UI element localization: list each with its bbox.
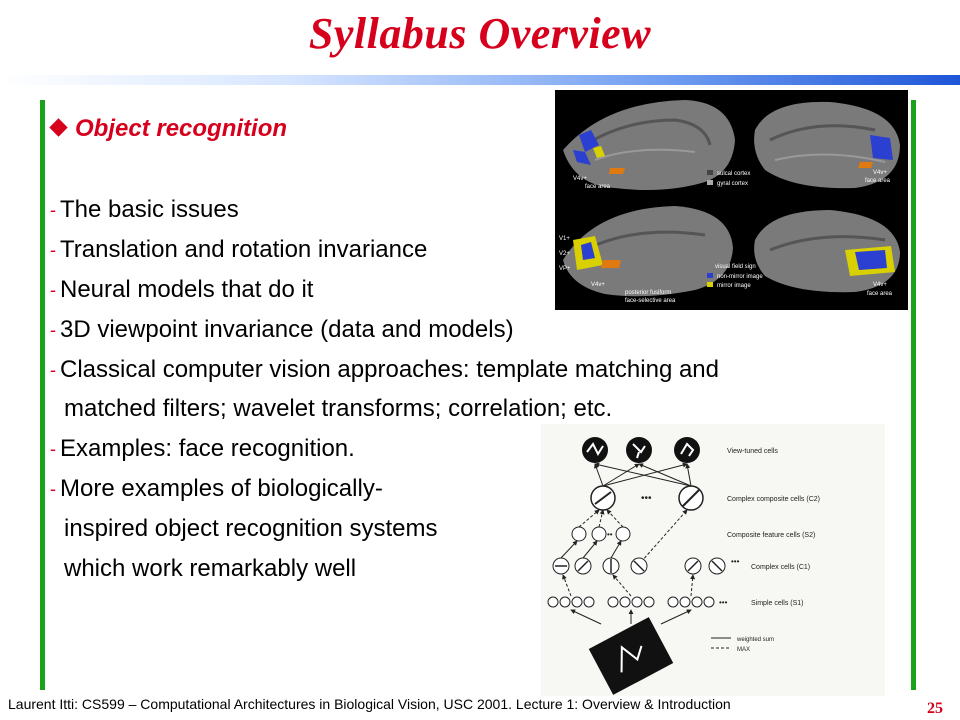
bullet-item: -Translation and rotation invariance: [50, 236, 428, 263]
left-border-bar: [40, 100, 45, 690]
network-label: View-tuned cells: [727, 448, 778, 455]
brain-label: V4v+: [573, 176, 587, 182]
dash-bullet-icon: -: [50, 360, 56, 380]
brain-label: face area: [865, 178, 891, 184]
dash-bullet-icon: -: [50, 320, 56, 340]
section-heading: Object recognition: [49, 115, 288, 143]
brain-label: visual field sign: [715, 264, 756, 270]
bullet-item: -Examples: face recognition.: [50, 435, 355, 462]
bullet-item: -More examples of biologically-: [50, 475, 383, 502]
bullet-continuation: inspired object recognition systems: [64, 515, 438, 542]
bullet-item: -Classical computer vision approaches: t…: [50, 356, 720, 383]
brain-label: V4v+: [873, 170, 887, 176]
dash-bullet-icon: -: [50, 439, 56, 459]
brain-label: VP+: [559, 266, 571, 272]
brain-label: V4v+: [873, 282, 887, 288]
bullet-continuation: which work remarkably well: [64, 555, 357, 582]
title-underline-bar: [0, 75, 960, 85]
bullet-continuation: matched filters; wavelet transforms; cor…: [64, 395, 613, 422]
svg-text:•••: •••: [731, 557, 740, 566]
brain-label: non-mirror image: [717, 274, 763, 280]
diamond-bullet-icon: [49, 118, 68, 137]
network-label: Complex cells (C1): [751, 564, 810, 571]
network-label: Composite feature cells (S2): [727, 532, 815, 539]
object-recognition-model-diagram: View-tuned cells ••• Complex composite c…: [541, 424, 885, 696]
right-border-bar: [911, 100, 916, 690]
brain-label: face-selective area: [625, 298, 676, 304]
brain-label: V1+: [559, 236, 570, 242]
network-label: Simple cells (S1): [751, 600, 804, 607]
network-label: Complex composite cells (C2): [727, 496, 820, 503]
bullet-item: -The basic issues: [50, 196, 239, 223]
slide-footer: Laurent Itti: CS599 – Computational Arch…: [8, 696, 731, 712]
page-number: 25: [927, 700, 943, 717]
brain-label: mirror image: [717, 283, 751, 289]
svg-text:••: ••: [607, 530, 613, 539]
brain-label: V4v+: [591, 282, 605, 288]
slide-title: Syllabus Overview: [308, 9, 652, 58]
section-heading-text: Object recognition: [75, 115, 288, 142]
bullet-item: -Neural models that do it: [50, 276, 314, 303]
dash-bullet-icon: -: [50, 479, 56, 499]
svg-text:•••: •••: [641, 493, 652, 504]
brain-label: sulcal cortex: [717, 171, 750, 177]
brain-label: V2+: [559, 251, 570, 257]
brain-label: gyral cortex: [717, 181, 748, 187]
brain-label: posterior fusiform: [625, 290, 671, 296]
dash-bullet-icon: -: [50, 280, 56, 300]
brain-cortex-figure: V4v+ face area sulcal cortex gyral corte…: [555, 90, 908, 310]
brain-label: face area: [585, 184, 611, 190]
network-label: weighted sum: [736, 637, 774, 643]
brain-label: face area: [867, 291, 893, 297]
network-label: MAX: [737, 647, 750, 653]
svg-text:•••: •••: [719, 598, 728, 607]
dash-bullet-icon: -: [50, 200, 56, 220]
dash-bullet-icon: -: [50, 240, 56, 260]
bullet-item: -3D viewpoint invariance (data and model…: [50, 316, 514, 343]
